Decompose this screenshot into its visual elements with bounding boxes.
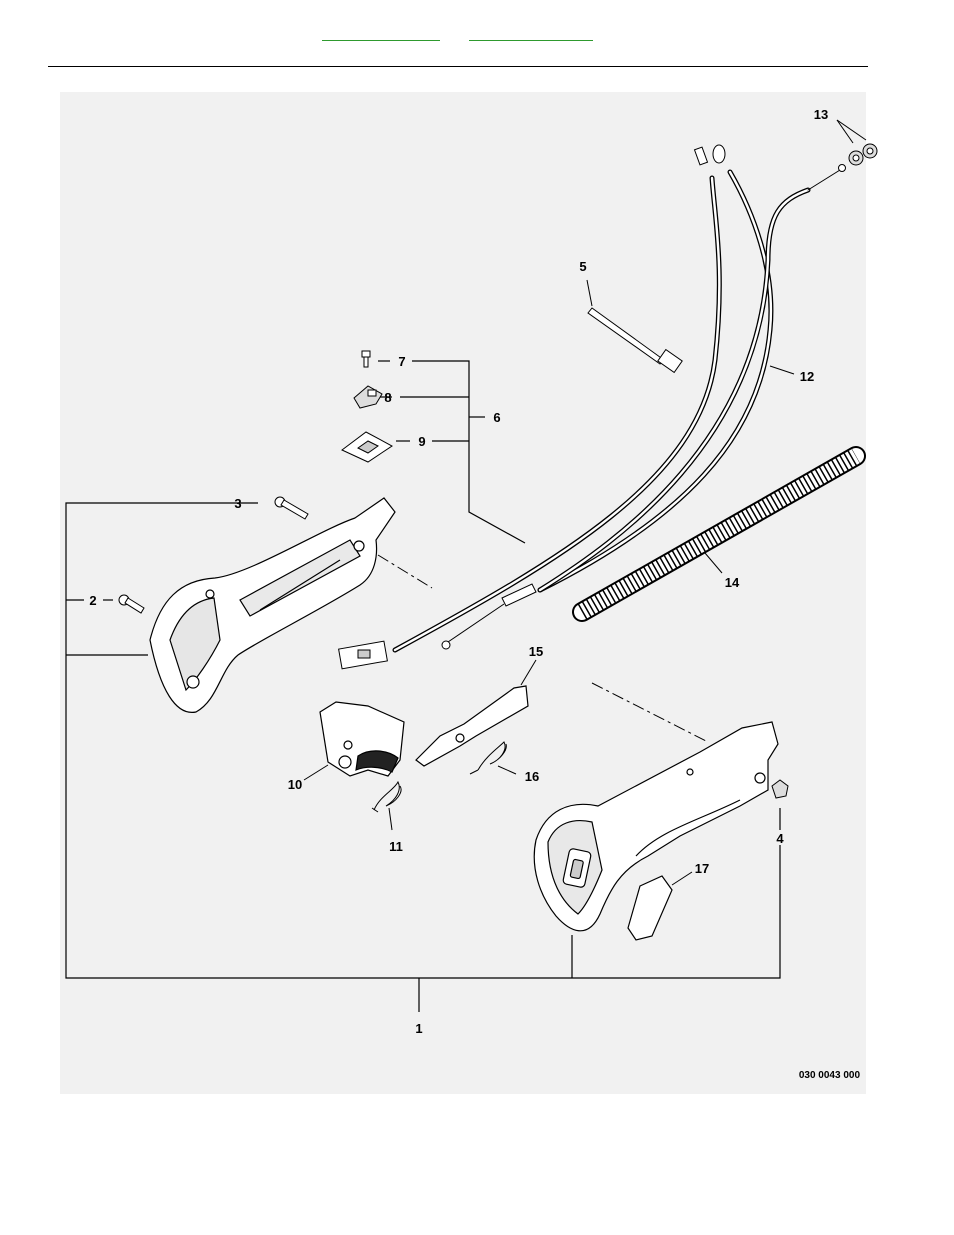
callout-17: 17 <box>695 861 709 876</box>
callout-13: 13 <box>814 107 828 122</box>
grip-pad <box>628 876 672 940</box>
callout-2: 2 <box>89 593 96 608</box>
callout-12: 12 <box>800 369 814 384</box>
callout-8: 8 <box>384 390 391 405</box>
kit-parts <box>342 351 392 462</box>
callout-1: 1 <box>415 1021 422 1036</box>
callout-7: 7 <box>398 354 405 369</box>
nuts-13 <box>849 144 877 165</box>
cable-terminals <box>339 145 846 669</box>
throttle-trigger <box>416 686 528 766</box>
handle-left-half <box>150 498 395 712</box>
figure-code: 030 0043 000 <box>799 1070 861 1081</box>
callout-10: 10 <box>288 777 302 792</box>
callout-6: 6 <box>493 410 500 425</box>
cable-tie <box>588 308 682 372</box>
callout-14: 14 <box>725 575 740 590</box>
corrugated-tube <box>582 456 856 612</box>
callout-11: 11 <box>389 839 403 854</box>
nut-4 <box>772 780 788 798</box>
callout-15: 15 <box>529 644 543 659</box>
callout-5: 5 <box>579 259 586 274</box>
kit-bracket <box>378 361 525 543</box>
callout-16: 16 <box>525 769 539 784</box>
switch-housing <box>320 702 404 776</box>
callout-9: 9 <box>418 434 425 449</box>
cable-bundle <box>395 170 840 650</box>
callout-4: 4 <box>776 831 784 846</box>
callout-3: 3 <box>234 496 241 511</box>
